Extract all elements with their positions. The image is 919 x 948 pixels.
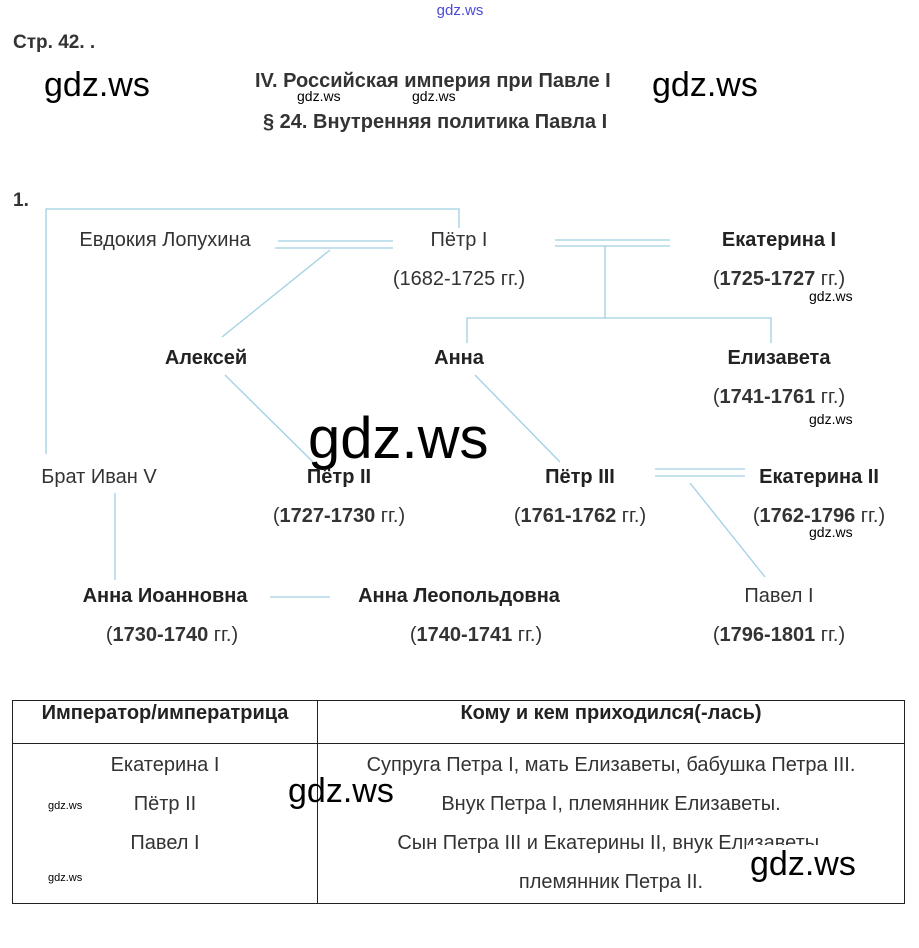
emperor: Екатерина I xyxy=(110,754,220,776)
relation: племянник Петра II. xyxy=(518,871,704,893)
emperor: Павел I xyxy=(130,832,200,854)
paren: ( xyxy=(272,505,280,527)
relation: Внук Петра I, племянник Елизаветы. xyxy=(441,793,781,815)
paren: ( xyxy=(392,268,400,290)
paren: ( xyxy=(409,624,417,646)
task-number: 1. xyxy=(13,190,29,211)
watermark: gdz.ws xyxy=(48,872,83,884)
suffix: гг.) xyxy=(815,268,846,290)
person-ekaterina1: Екатерина I xyxy=(721,229,837,251)
suffix: гг.) xyxy=(512,624,543,646)
column-header: Кому и кем приходился(-лась) xyxy=(317,700,905,744)
person-petr3: Пётр III xyxy=(545,466,615,488)
paren: ( xyxy=(712,624,720,646)
years: 1730-1740 xyxy=(112,624,209,646)
person-ekaterina2: Екатерина II xyxy=(759,466,879,488)
relation: Сын Петра III и Екатерины II, внук Елиза… xyxy=(397,832,825,854)
section-title: § 24. Внутренняя политика Павла I xyxy=(263,111,608,133)
paren: ( xyxy=(712,268,720,290)
years-elizaveta: (1741-1761 гг.) xyxy=(713,386,845,409)
years: 1761-1762 xyxy=(520,505,617,527)
watermark: gdz.ws xyxy=(308,406,489,471)
years: 1740-1741 xyxy=(416,624,513,646)
line-children xyxy=(466,317,772,343)
person-aleksei: Алексей xyxy=(164,347,248,369)
years-ekaterina1: (1725-1727 гг.) xyxy=(713,268,845,291)
table-header-row: Император/императрица Кому и кем приходи… xyxy=(12,700,905,744)
line-aleksei xyxy=(221,249,331,338)
person-petr2: Пётр II xyxy=(306,466,372,488)
years: 1727-1730 xyxy=(279,505,376,527)
person-anna: Анна xyxy=(434,347,484,369)
years: 1796-1801 xyxy=(719,624,816,646)
years: 1741-1761 xyxy=(719,386,816,408)
years: 1682-1725 xyxy=(399,268,496,290)
paren: ( xyxy=(513,505,521,527)
column-header: Император/императрица xyxy=(12,700,318,744)
person-petr1: Пётр I xyxy=(430,229,488,251)
page-number: Стр. 42. . xyxy=(13,32,96,53)
watermark: gdz.ws xyxy=(297,88,341,104)
watermark: gdz.ws xyxy=(412,88,456,104)
line-aleksei-petr2 xyxy=(224,374,314,463)
watermark: gdz.ws xyxy=(809,288,853,304)
relation: Супруга Петра I, мать Елизаветы, бабушка… xyxy=(366,754,856,776)
watermark-top: gdz.ws xyxy=(436,2,484,19)
person-anna-leopoldovna: Анна Леопольдовна xyxy=(358,585,560,607)
years-petr3: (1761-1762 гг.) xyxy=(514,505,646,528)
tree-lines xyxy=(45,208,772,598)
years: 1725-1727 xyxy=(719,268,816,290)
suffix: гг.) xyxy=(616,505,647,527)
years-petr2: (1727-1730 гг.) xyxy=(273,505,405,528)
suffix: гг.) xyxy=(208,624,239,646)
suffix: гг.) xyxy=(815,386,846,408)
watermark: gdz.ws xyxy=(809,524,853,540)
emperor: Пётр II xyxy=(133,793,197,815)
years-petr1: (1682-1725 гг.) xyxy=(393,268,525,291)
years: 1762-1796 xyxy=(759,505,856,527)
person-ivan5: Брат Иван V xyxy=(41,466,157,488)
suffix: гг.) xyxy=(815,624,846,646)
watermark: gdz.ws xyxy=(288,772,394,810)
years-ekaterina2: (1762-1796 гг.) xyxy=(753,505,885,528)
watermark: gdz.ws xyxy=(809,411,853,427)
suffix: гг.) xyxy=(855,505,886,527)
emperors-cell: Екатерина I Пётр II Павел I xyxy=(12,743,318,904)
years-anna-ioannovna: (1730-1740 гг.) xyxy=(106,624,238,647)
suffix: гг.) xyxy=(495,268,526,290)
line-ivan-petr1 xyxy=(45,208,460,454)
watermark: gdz.ws xyxy=(652,66,758,104)
years-pavel1: (1796-1801 гг.) xyxy=(713,624,845,647)
paren: ( xyxy=(105,624,113,646)
paren: ( xyxy=(712,386,720,408)
watermark: gdz.ws xyxy=(48,800,83,812)
years-anna-leopoldovna: (1740-1741 гг.) xyxy=(410,624,542,647)
watermark: gdz.ws xyxy=(44,66,150,104)
chapter-title: IV. Российская империя при Павле I xyxy=(255,70,611,92)
person-pavel1: Павел I xyxy=(744,585,814,607)
suffix: гг.) xyxy=(375,505,406,527)
watermark: gdz.ws xyxy=(746,845,860,894)
person-elizaveta: Елизавета xyxy=(727,347,831,369)
person-anna-ioannovna: Анна Иоанновна xyxy=(82,585,248,607)
line-pavel xyxy=(689,482,766,578)
line-anna-petr3 xyxy=(474,374,561,463)
paren: ( xyxy=(752,505,760,527)
person-evdokia: Евдокия Лопухина xyxy=(79,229,251,251)
